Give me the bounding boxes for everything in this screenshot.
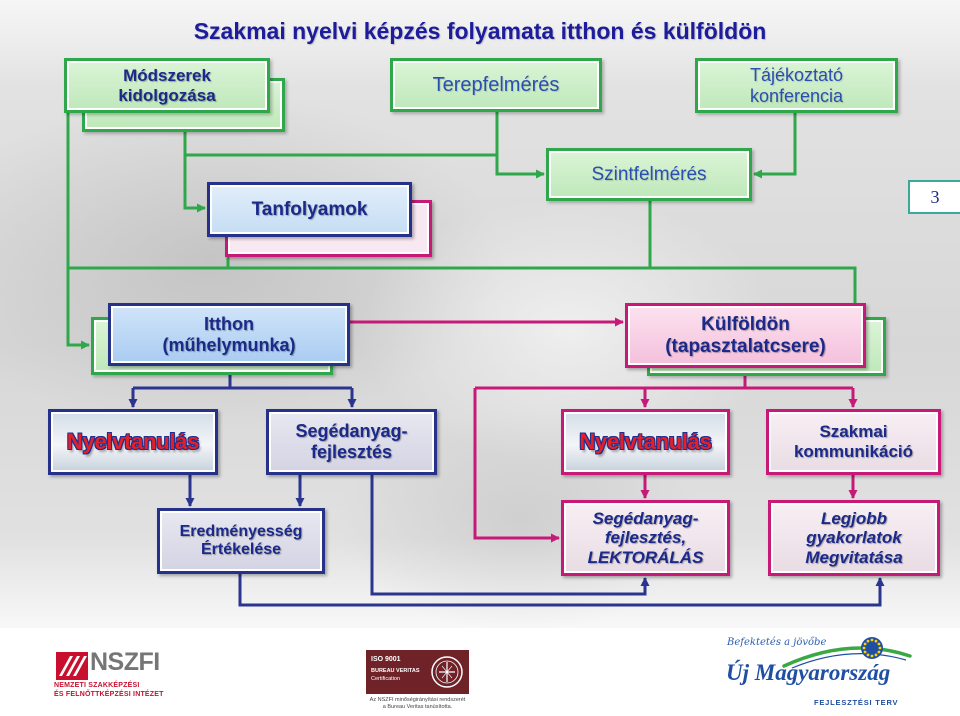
node-label-line: Külföldön: [701, 313, 790, 335]
node-label-line: Terepfelmérés: [432, 73, 560, 96]
node-label-line: Módszerek: [123, 65, 211, 85]
node-label-line: Szakmai: [819, 422, 888, 442]
nszfi-acronym: NSZFI: [90, 648, 160, 676]
bureau-veritas-crest-icon: [431, 656, 463, 688]
node-label-line: konferencia: [749, 85, 844, 106]
node-szintfelmeres: Szintfelmérés: [546, 148, 752, 201]
node-label-line: Eredményesség: [179, 522, 303, 540]
connector-to-segedanyag-lektoralas: [473, 388, 560, 543]
node-modszerek-kidolgozasa: Módszerek kidolgozása: [64, 58, 270, 113]
node-label-line: fejlesztés: [310, 442, 393, 462]
page-number: 3: [908, 180, 960, 214]
node-label-line: gyakorlatok: [806, 528, 902, 548]
connector-modszerek-tanfolyamok: [183, 132, 206, 213]
node-label-line: kidolgozása: [118, 85, 216, 105]
node-label-line: (műhelymunka): [162, 334, 296, 355]
node-legjobb-gyakorlatok: Legjobb gyakorlatok Megvitatása: [768, 500, 940, 576]
node-nyelvtanulas-kulfold: Nyelvtanulás: [561, 409, 730, 475]
node-terepfelmeres: Terepfelmérés: [390, 58, 602, 112]
umft-name: Új Magyarország: [726, 660, 891, 685]
connector-tajekoztato-szintfelmeres: [753, 113, 797, 179]
node-label-line: Szintfelmérés: [591, 163, 707, 185]
eu-stars-icon: [861, 637, 883, 659]
uj-magyarorszag-logo: Befektetés a jövőbe Új Magyarország FEJL…: [722, 634, 914, 714]
nszfi-name-line1: NEMZETI SZAKKÉPZÉSI: [54, 682, 140, 689]
connector-bus-kulfoldon: [68, 266, 860, 316]
node-label-line: Legjobb: [820, 508, 888, 528]
connector-eredmenyesseg-legjobb: [238, 574, 885, 607]
connector-terepfelmeres-szintfelmeres: [495, 112, 545, 179]
uj-magyarorszag-swoosh-icon: [782, 637, 912, 669]
umft-slogan: Befektetés a jövőbe: [727, 637, 827, 648]
node-segedanyag-lektoralas: Segédanyag- fejlesztés, LEKTORÁLÁS: [561, 500, 730, 576]
node-itthon-muhelymunka: Itthon (műhelymunka): [108, 303, 350, 366]
iso-label: ISO 9001: [371, 656, 401, 663]
connector-modszerek-itthon: [66, 113, 90, 350]
node-segedanyag-fejlesztes-itthon: Segédanyag- fejlesztés: [266, 409, 437, 475]
bureau-veritas-name: BUREAU VERITAS: [371, 668, 420, 674]
certificate-caption-line1: Az NSZFI minőségirányítási rendszerét: [369, 697, 466, 703]
node-tanfolyamok: Tanfolyamok: [207, 182, 412, 237]
certification-label: Certification: [371, 676, 401, 682]
node-nyelvtanulas-itthon: Nyelvtanulás: [48, 409, 218, 475]
nszfi-emblem-icon: [56, 652, 88, 680]
node-eredmenyesseg-ertekelese: Eredményesség Értékelése: [157, 508, 325, 574]
node-label-line: Segédanyag-: [295, 421, 408, 442]
node-label-line: (tapasztalatcsere): [665, 335, 826, 357]
nszfi-logo: NSZFI NEMZETI SZAKKÉPZÉSI ÉS FELNŐTTKÉPZ…: [54, 648, 179, 704]
node-label-line: Tanfolyamok: [251, 198, 368, 220]
bureau-veritas-certificate: ISO 9001 BUREAU VERITAS Certification Az…: [366, 650, 469, 712]
node-label-line: Segédanyag-: [592, 508, 699, 528]
page-title: Szakmai nyelvi képzés folyamata itthon é…: [193, 18, 767, 44]
node-tajekoztato-konferencia: Tájékoztató konferencia: [695, 58, 898, 113]
connector-segedanyag-lektoralas: [370, 475, 650, 596]
nyelvtanulas-logo-text: Nyelvtanulás: [66, 429, 200, 455]
node-label-line: Tájékoztató: [749, 64, 844, 85]
umft-subtitle: FEJLESZTÉSI TERV: [814, 698, 899, 707]
nyelvtanulas-logo-text: Nyelvtanulás: [579, 429, 712, 455]
node-kulfoldon-tapasztalatcsere: Külföldön (tapasztalatcsere): [625, 303, 866, 368]
node-label-line: fejlesztés,: [604, 528, 687, 548]
node-label-line: Itthon: [204, 313, 254, 334]
node-label-line: kommunikáció: [793, 442, 914, 461]
node-label-line: Megvitatása: [805, 547, 903, 567]
node-label-line: LEKTORÁLÁS: [587, 547, 704, 567]
node-szakmai-kommunikacio: Szakmai kommunikáció: [766, 409, 941, 475]
certificate-badge: ISO 9001 BUREAU VERITAS Certification: [366, 650, 469, 694]
node-label-line: Értékelése: [200, 541, 282, 558]
certificate-caption-line2: a Bureau Veritas tanúsította.: [382, 704, 453, 710]
nszfi-name-line2: ÉS FELNŐTTKÉPZÉSI INTÉZET: [54, 691, 164, 698]
